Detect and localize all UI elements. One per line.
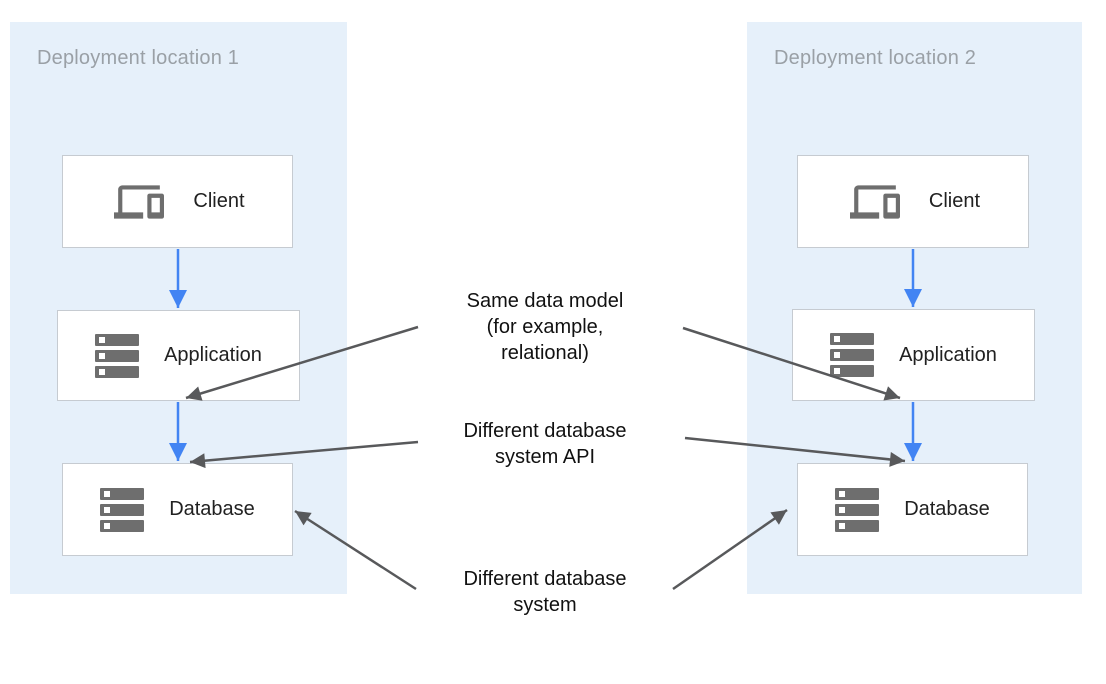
node-label: Application: [164, 344, 262, 366]
client-node-right: Client: [797, 155, 1029, 248]
devices-icon: [846, 177, 904, 227]
devices-icon: [110, 177, 168, 227]
panel-title: Deployment location 1: [37, 47, 240, 69]
node-label: Client: [193, 190, 245, 212]
node-label: Client: [928, 190, 981, 212]
annotation-line: Different database: [463, 420, 627, 442]
database-node-left: Database: [62, 463, 293, 556]
annotation-line: Different database: [463, 568, 627, 590]
storage-icon: [95, 333, 140, 378]
storage-icon: [100, 487, 145, 532]
annotation-different-db-system: Different database system: [415, 566, 675, 618]
application-node-left: Application: [57, 310, 300, 401]
annotation-line: (for example,: [486, 316, 604, 338]
node-label: Database: [904, 498, 990, 520]
node-label: Application: [899, 343, 997, 366]
annotation-line: system API: [494, 446, 596, 468]
storage-icon: [835, 487, 880, 532]
annotation-different-db-api: Different database system API: [415, 418, 675, 470]
annotation-same-data-model: Same data model (for example, relational…: [415, 288, 675, 366]
annotation-line: Same data model: [466, 290, 624, 312]
client-node-left: Client: [62, 155, 293, 248]
annotation-line: system: [513, 594, 577, 616]
application-node-right: Application: [792, 309, 1035, 401]
annotation-line: relational): [501, 342, 589, 364]
panel-title: Deployment location 2: [774, 47, 977, 69]
storage-icon: [830, 333, 875, 377]
node-label: Database: [169, 498, 255, 520]
database-node-right: Database: [797, 463, 1028, 556]
